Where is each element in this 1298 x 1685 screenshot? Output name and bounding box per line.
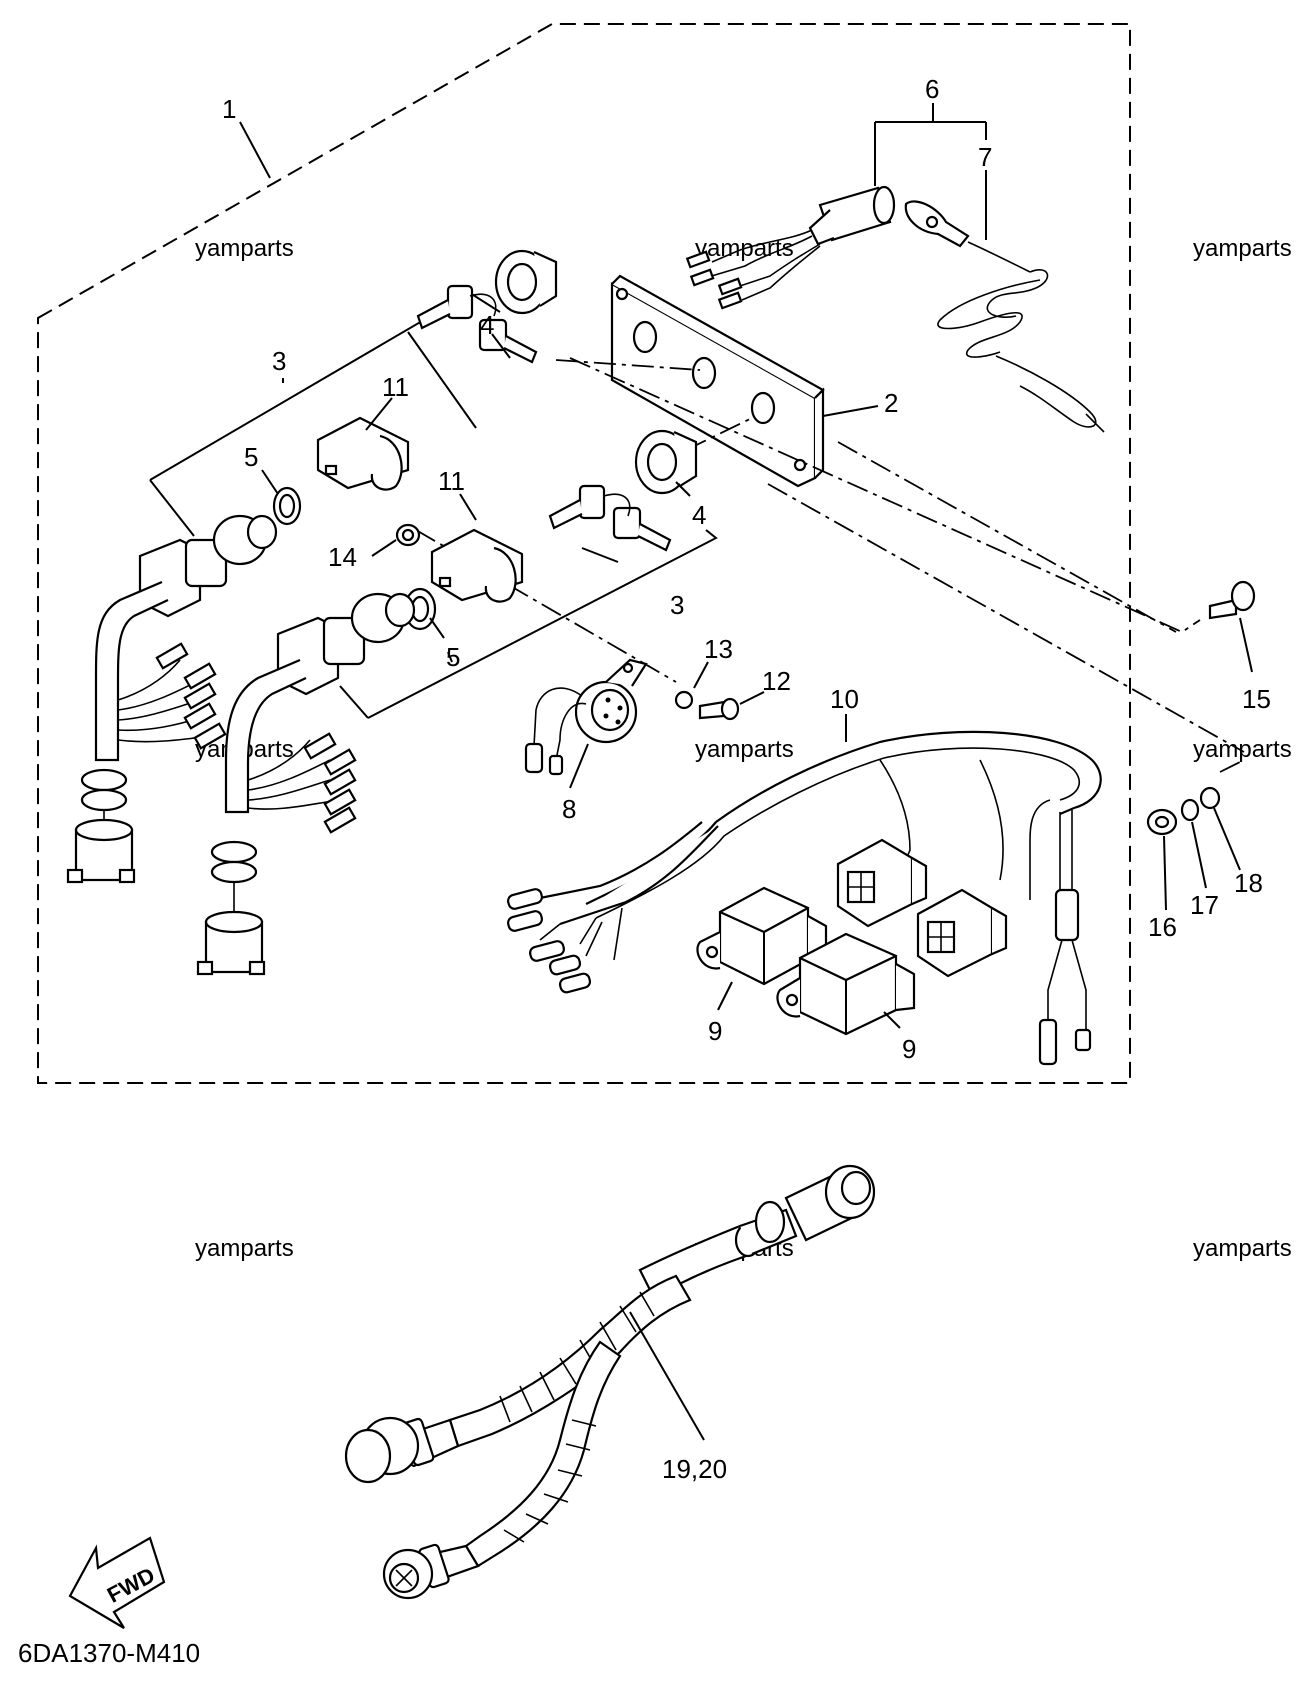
callout-group-3-lower: [339, 529, 718, 719]
callout-1: 1: [222, 94, 236, 124]
nut-14: [395, 523, 421, 547]
callout-11: 11: [438, 466, 465, 496]
callout-16: 16: [1148, 912, 1177, 942]
key-cover-upper: [494, 249, 558, 315]
watermark: yamparts: [1193, 235, 1292, 262]
buzzer: [524, 658, 648, 776]
callout-5: 5: [446, 642, 460, 672]
relay-9-left: [696, 886, 828, 986]
extension-harness: [344, 1164, 876, 1600]
watermark: yamparts: [195, 1235, 294, 1262]
leader-16: [1163, 835, 1167, 911]
callout-15: 15: [1242, 684, 1271, 714]
leader-19-20: [629, 1311, 705, 1441]
connector-box-upper: [836, 838, 928, 928]
ignition-switch-lower: [196, 592, 416, 976]
watermark: yamparts: [695, 736, 794, 763]
relay-9-right: [776, 932, 916, 1036]
switch-cover-11-upper: [316, 416, 410, 491]
callout-11: 11: [382, 372, 409, 402]
leader-18: [1213, 807, 1241, 871]
leader-14: [371, 539, 397, 557]
wiring-harness-10: [507, 730, 1102, 1066]
fwd-arrow-icon: FWD: [68, 1536, 166, 1629]
leader-9a: [717, 981, 733, 1011]
lock-washer-17: [1180, 798, 1200, 822]
leader-15: [1239, 617, 1253, 673]
connector-box-lower: [916, 888, 1008, 978]
watermark: yamparts: [1193, 1235, 1292, 1262]
washer-13: [674, 690, 694, 710]
callout-17: 17: [1190, 890, 1219, 920]
stop-switch: [685, 185, 896, 310]
callout-9: 9: [902, 1034, 916, 1064]
callout-18: 18: [1234, 868, 1263, 898]
washer-18: [1199, 786, 1221, 810]
callout-2: 2: [884, 388, 898, 418]
leader-1: [239, 121, 271, 179]
leader-8: [569, 743, 589, 789]
key-cover-lower: [634, 429, 698, 495]
callout-14: 14: [328, 542, 357, 572]
ring-5-upper: [272, 486, 302, 526]
leader-11a: [365, 397, 393, 431]
assembly-line: [569, 357, 1201, 634]
callout-5: 5: [244, 442, 258, 472]
callout-group-6-7: [874, 103, 987, 240]
assembly-boundary: [37, 23, 1131, 1084]
callout-12: 12: [762, 666, 791, 696]
callout-4: 4: [692, 500, 706, 530]
leader-12: [739, 691, 765, 705]
leader-5b: [429, 617, 445, 639]
screw-15: [1208, 580, 1256, 620]
leader-2: [822, 405, 879, 417]
leader-13: [693, 661, 709, 689]
assembly-line: [767, 483, 1245, 753]
callout-6: 6: [925, 74, 939, 104]
callout-3: 3: [670, 590, 684, 620]
callout-4: 4: [480, 310, 494, 340]
callout-9: 9: [708, 1016, 722, 1046]
callout-10: 10: [830, 684, 859, 714]
switch-cover-11-lower: [430, 528, 524, 603]
callout-13: 13: [704, 634, 733, 664]
leader-11b: [459, 493, 477, 521]
callout-3: 3: [272, 346, 286, 376]
diagram-code: 6DA1370-M410: [18, 1638, 200, 1668]
leader-17: [1191, 821, 1207, 889]
key-lower: [548, 484, 672, 552]
leader-4a: [491, 333, 511, 359]
watermark: yamparts: [1193, 736, 1292, 763]
callout-19-20: 19,20: [662, 1454, 727, 1484]
callout-8: 8: [562, 794, 576, 824]
callout-group-3-upper: [149, 291, 501, 537]
screw-12: [698, 697, 740, 721]
assembly-line: [415, 529, 448, 549]
nut-16: [1146, 808, 1178, 836]
leader-4b: [675, 481, 691, 497]
assembly-line: [1219, 759, 1245, 773]
lanyard: [904, 200, 1105, 433]
assembly-line: [555, 359, 701, 371]
assembly-line: [837, 441, 1177, 633]
watermark: yamparts: [195, 235, 294, 262]
leader-5a: [261, 469, 279, 495]
callout-7: 7: [978, 142, 992, 172]
ignition-switch-upper: [66, 514, 278, 884]
leader-9b: [883, 1011, 901, 1029]
